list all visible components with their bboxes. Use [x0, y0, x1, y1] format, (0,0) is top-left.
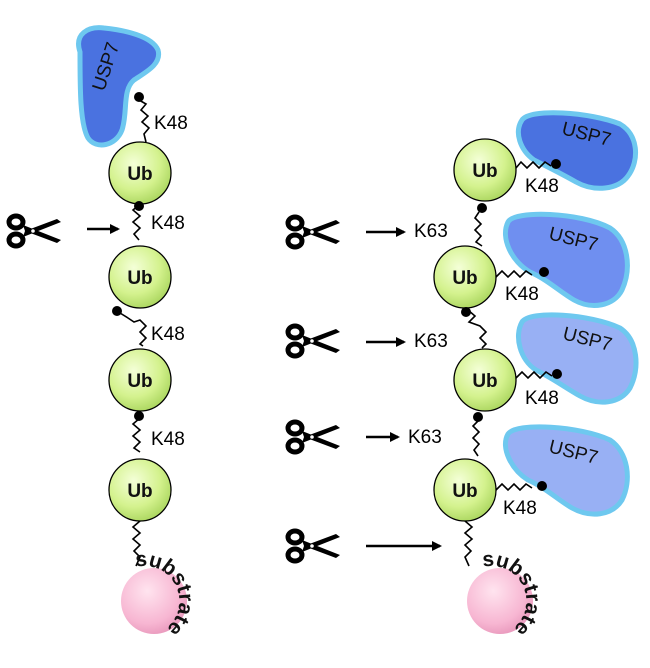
right-linker-1 — [473, 211, 483, 247]
right-link-label-2: K63 — [414, 331, 448, 352]
usp7-right-enzyme-2: USP7 — [502, 211, 630, 308]
left-linker-1-node — [134, 201, 144, 211]
ub-label: Ub — [472, 161, 497, 182]
scissors-icon — [288, 531, 340, 561]
usp7-right-enzyme-4: USP7 — [503, 424, 630, 517]
ub-label: Ub — [127, 481, 152, 502]
right-side-linker-2 — [495, 269, 533, 279]
ub-label: Ub — [127, 268, 152, 289]
left-top-linker-end — [134, 92, 144, 102]
left-link-label-1: K48 — [151, 213, 185, 234]
right-substrate: substrate — [467, 548, 544, 641]
right-ubiquitin-1: Ub — [453, 138, 517, 202]
right-ubiquitin-3: Ub — [453, 348, 517, 412]
left-ubiquitin-4: Ub — [108, 458, 172, 522]
left-link-label-3: K48 — [151, 429, 185, 450]
right-linker-3-node — [473, 412, 483, 422]
left-ubiquitin-2: Ub — [108, 245, 172, 309]
left-linker-3 — [131, 417, 142, 453]
right-linker-1-node — [477, 203, 487, 213]
right-link-label-1: K63 — [414, 221, 448, 242]
right-side-linker-1 — [515, 160, 552, 170]
left-link-label-2: K48 — [151, 324, 185, 345]
ub-label: Ub — [127, 164, 152, 185]
left-ubiquitin-3: Ub — [108, 348, 172, 412]
right-side-linker-3 — [515, 370, 553, 380]
scissors-icon — [9, 216, 61, 246]
right-side-label-1: K48 — [525, 176, 559, 197]
scissors-icon — [288, 326, 340, 356]
right-side-linker-4 — [495, 482, 533, 492]
usp7-left-enzyme: USP7 — [76, 25, 162, 148]
right-side-linker-1-node — [551, 159, 561, 169]
right-link-label-3: K63 — [408, 427, 442, 448]
right-side-label-4: K48 — [503, 498, 537, 519]
left-top-link-label: K48 — [154, 113, 188, 134]
right-linker-2-node — [461, 307, 471, 317]
right-linker-2 — [467, 309, 488, 349]
right-side-linker-2-node — [539, 267, 549, 277]
right-side-label-2: K48 — [505, 284, 539, 305]
usp7-right-enzyme-1: USP7 — [516, 110, 639, 191]
ub-label: Ub — [127, 371, 152, 392]
ub-label: Ub — [452, 481, 477, 502]
right-ubiquitin-4: Ub — [433, 458, 497, 522]
ub-label: Ub — [472, 371, 497, 392]
left-linker-1 — [131, 203, 142, 241]
ub-label: Ub — [452, 268, 477, 289]
left-substrate: substrate — [121, 548, 197, 641]
left-linker-2-node — [112, 306, 122, 316]
left-linker-3-node — [134, 411, 144, 421]
usp7-right-enzyme-3: USP7 — [516, 312, 639, 405]
scissors-icon — [288, 217, 340, 247]
right-side-linker-3-node — [552, 369, 562, 379]
left-linker-2 — [119, 312, 148, 347]
right-linker-substrate — [463, 520, 474, 567]
right-linker-3 — [471, 419, 481, 457]
left-top-linker — [138, 99, 151, 143]
right-ubiquitin-2: Ub — [433, 245, 497, 309]
left-linker-substrate — [131, 520, 142, 567]
left-ubiquitin-1: Ub — [108, 141, 172, 205]
right-side-linker-4-node — [537, 481, 547, 491]
right-side-label-3: K48 — [525, 388, 559, 409]
scissors-icon — [288, 422, 340, 452]
